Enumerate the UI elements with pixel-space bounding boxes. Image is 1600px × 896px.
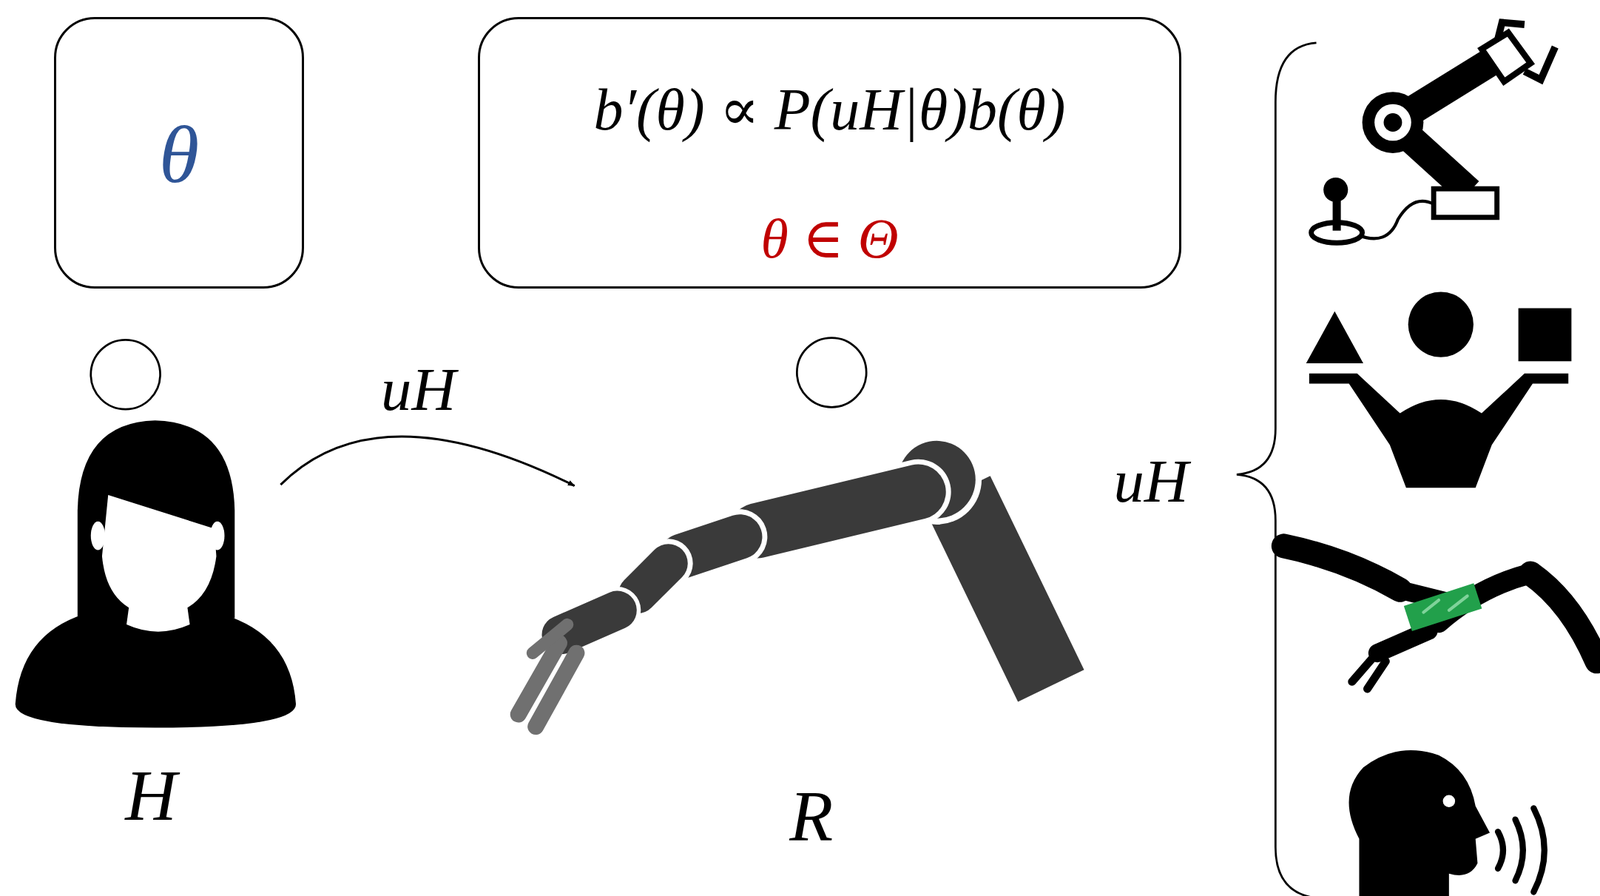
human-figure [210,521,225,551]
robot-arm [957,491,1052,686]
speech-icon [1349,750,1490,896]
robot-arm [535,653,577,727]
physical-interaction-icon [1423,595,1467,612]
math-text: b′(θ) ∝ P(uH|θ)b(θ) [593,76,1066,143]
variable-label: R [789,776,833,856]
robot-arm [637,562,668,594]
speech-icon [1515,819,1524,881]
robot-arm [757,491,919,531]
math-text: θ ∈ Θ [760,207,899,270]
variable-label: uH [380,355,456,424]
robot-arm [637,562,668,594]
robot-arm [532,624,568,654]
physical-interaction-icon [1530,573,1598,662]
physical-interaction-icon [1403,582,1483,631]
physical-interaction-icon [1377,630,1429,653]
physical-interaction-icon [1352,658,1373,683]
physical-interaction-icon [1283,545,1400,590]
math-text: θ [159,110,199,200]
physical-interaction-icon [1283,545,1597,689]
preference-icon [1309,373,1569,488]
teleoperation-icon [1384,113,1403,132]
teleoperation-icon [1362,91,1424,154]
thought-circle [796,338,867,408]
physical-interaction-icon [1366,661,1386,689]
preference-icon [1408,291,1474,357]
teleoperation-icon [1311,22,1556,243]
teleoperation-icon [1332,199,1342,231]
teleoperation-icon [1433,188,1498,218]
variable-label: H [125,756,177,836]
teleoperation-icon [1323,177,1348,202]
speech-icon [1533,807,1544,892]
human-figure [15,420,296,728]
speech-icon [1443,794,1456,808]
action-arrow [280,436,575,486]
teleoperation-icon [1374,104,1412,142]
belief-box: θ [53,17,305,289]
preference-icon [1518,308,1572,362]
speech-icon [1497,831,1504,869]
robot-arm [957,491,1052,686]
thought-circle [90,339,161,410]
speech-icon [1349,750,1545,896]
human-figure [102,494,217,617]
robot-arm [757,491,919,531]
teleoperation-icon [1357,201,1434,239]
human-figure [90,521,106,551]
robot-arm [518,434,1052,727]
human-figure [77,420,235,619]
preference-icon [1306,311,1364,364]
teleoperation-icon [1497,22,1525,39]
preference-icon [1306,291,1572,488]
curly-brace [1236,42,1317,896]
variable-label: uH [1113,448,1188,516]
belief-update-box: b′(θ) ∝ P(uH|θ)b(θ) θ ∈ Θ [477,17,1183,289]
teleoperation-icon [1524,46,1555,80]
